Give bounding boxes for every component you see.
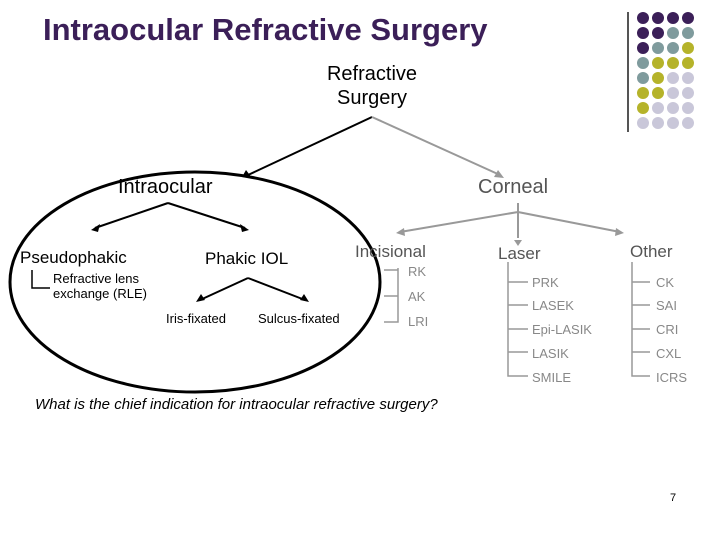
- decor-dot: [682, 27, 694, 39]
- node-pseudophakic: Pseudophakic: [20, 248, 127, 267]
- item-sai: SAI: [656, 298, 677, 313]
- item-smile: SMILE: [532, 370, 572, 385]
- node-incisional: Incisional: [355, 242, 426, 261]
- node-phakic-iol: Phakic IOL: [205, 249, 289, 268]
- item-cri: CRI: [656, 322, 679, 337]
- decor-dot: [652, 72, 664, 84]
- node-intraocular: Intraocular: [118, 176, 213, 198]
- decor-dot: [652, 12, 664, 24]
- item-lri: LRI: [408, 314, 429, 329]
- decor-dot: [637, 87, 649, 99]
- decor-dot: [637, 72, 649, 84]
- decor-dot: [682, 42, 694, 54]
- decor-dot: [637, 27, 649, 39]
- item-rk: RK: [408, 264, 427, 279]
- decor-dot: [637, 102, 649, 114]
- decor-dot: [667, 57, 679, 69]
- decor-dot: [637, 42, 649, 54]
- node-iris-fixated: Iris-fixated: [166, 311, 226, 326]
- decor-dot: [667, 72, 679, 84]
- page-title: Intraocular Refractive Surgery: [43, 12, 488, 47]
- decor-dot: [667, 42, 679, 54]
- decor-dot: [682, 57, 694, 69]
- node-sulcus-fixated: Sulcus-fixated: [258, 311, 340, 326]
- decor-dot-grid: [637, 12, 717, 132]
- decor-dot: [637, 117, 649, 129]
- decor-dot: [652, 87, 664, 99]
- decor-dot: [667, 87, 679, 99]
- decor-dot: [652, 102, 664, 114]
- node-laser: Laser: [498, 244, 541, 263]
- decor-dot: [682, 72, 694, 84]
- item-epi-lasik: Epi-LASIK: [532, 322, 592, 337]
- decor-dot: [682, 12, 694, 24]
- item-lasek: LASEK: [532, 298, 574, 313]
- decor-dot: [682, 87, 694, 99]
- decor-dot: [637, 12, 649, 24]
- decor-dot: [652, 27, 664, 39]
- node-corneal: Corneal: [478, 176, 549, 198]
- decor-dot: [652, 57, 664, 69]
- question-text: What is the chief indication for intraoc…: [35, 396, 438, 413]
- item-cxl: CXL: [656, 346, 682, 361]
- decor-dot: [652, 117, 664, 129]
- node-refractive-surgery: Refractive Surgery: [326, 63, 418, 109]
- item-lasik: LASIK: [532, 346, 569, 361]
- node-rle: Refractive lens exchange (RLE): [53, 271, 147, 301]
- decor-dot: [682, 102, 694, 114]
- item-prk: PRK: [532, 275, 559, 290]
- node-other: Other: [630, 242, 673, 261]
- item-icrs: ICRS: [656, 370, 688, 385]
- decor-dot: [667, 27, 679, 39]
- decor-dot: [652, 42, 664, 54]
- item-ak: AK: [408, 289, 426, 304]
- decor-divider: [627, 12, 629, 132]
- item-ck: CK: [656, 275, 675, 290]
- decor-dot: [667, 117, 679, 129]
- decor-dot: [682, 117, 694, 129]
- page-number: 7: [670, 492, 677, 504]
- decor-dot: [667, 102, 679, 114]
- decor-dot: [637, 57, 649, 69]
- decor-dot: [667, 12, 679, 24]
